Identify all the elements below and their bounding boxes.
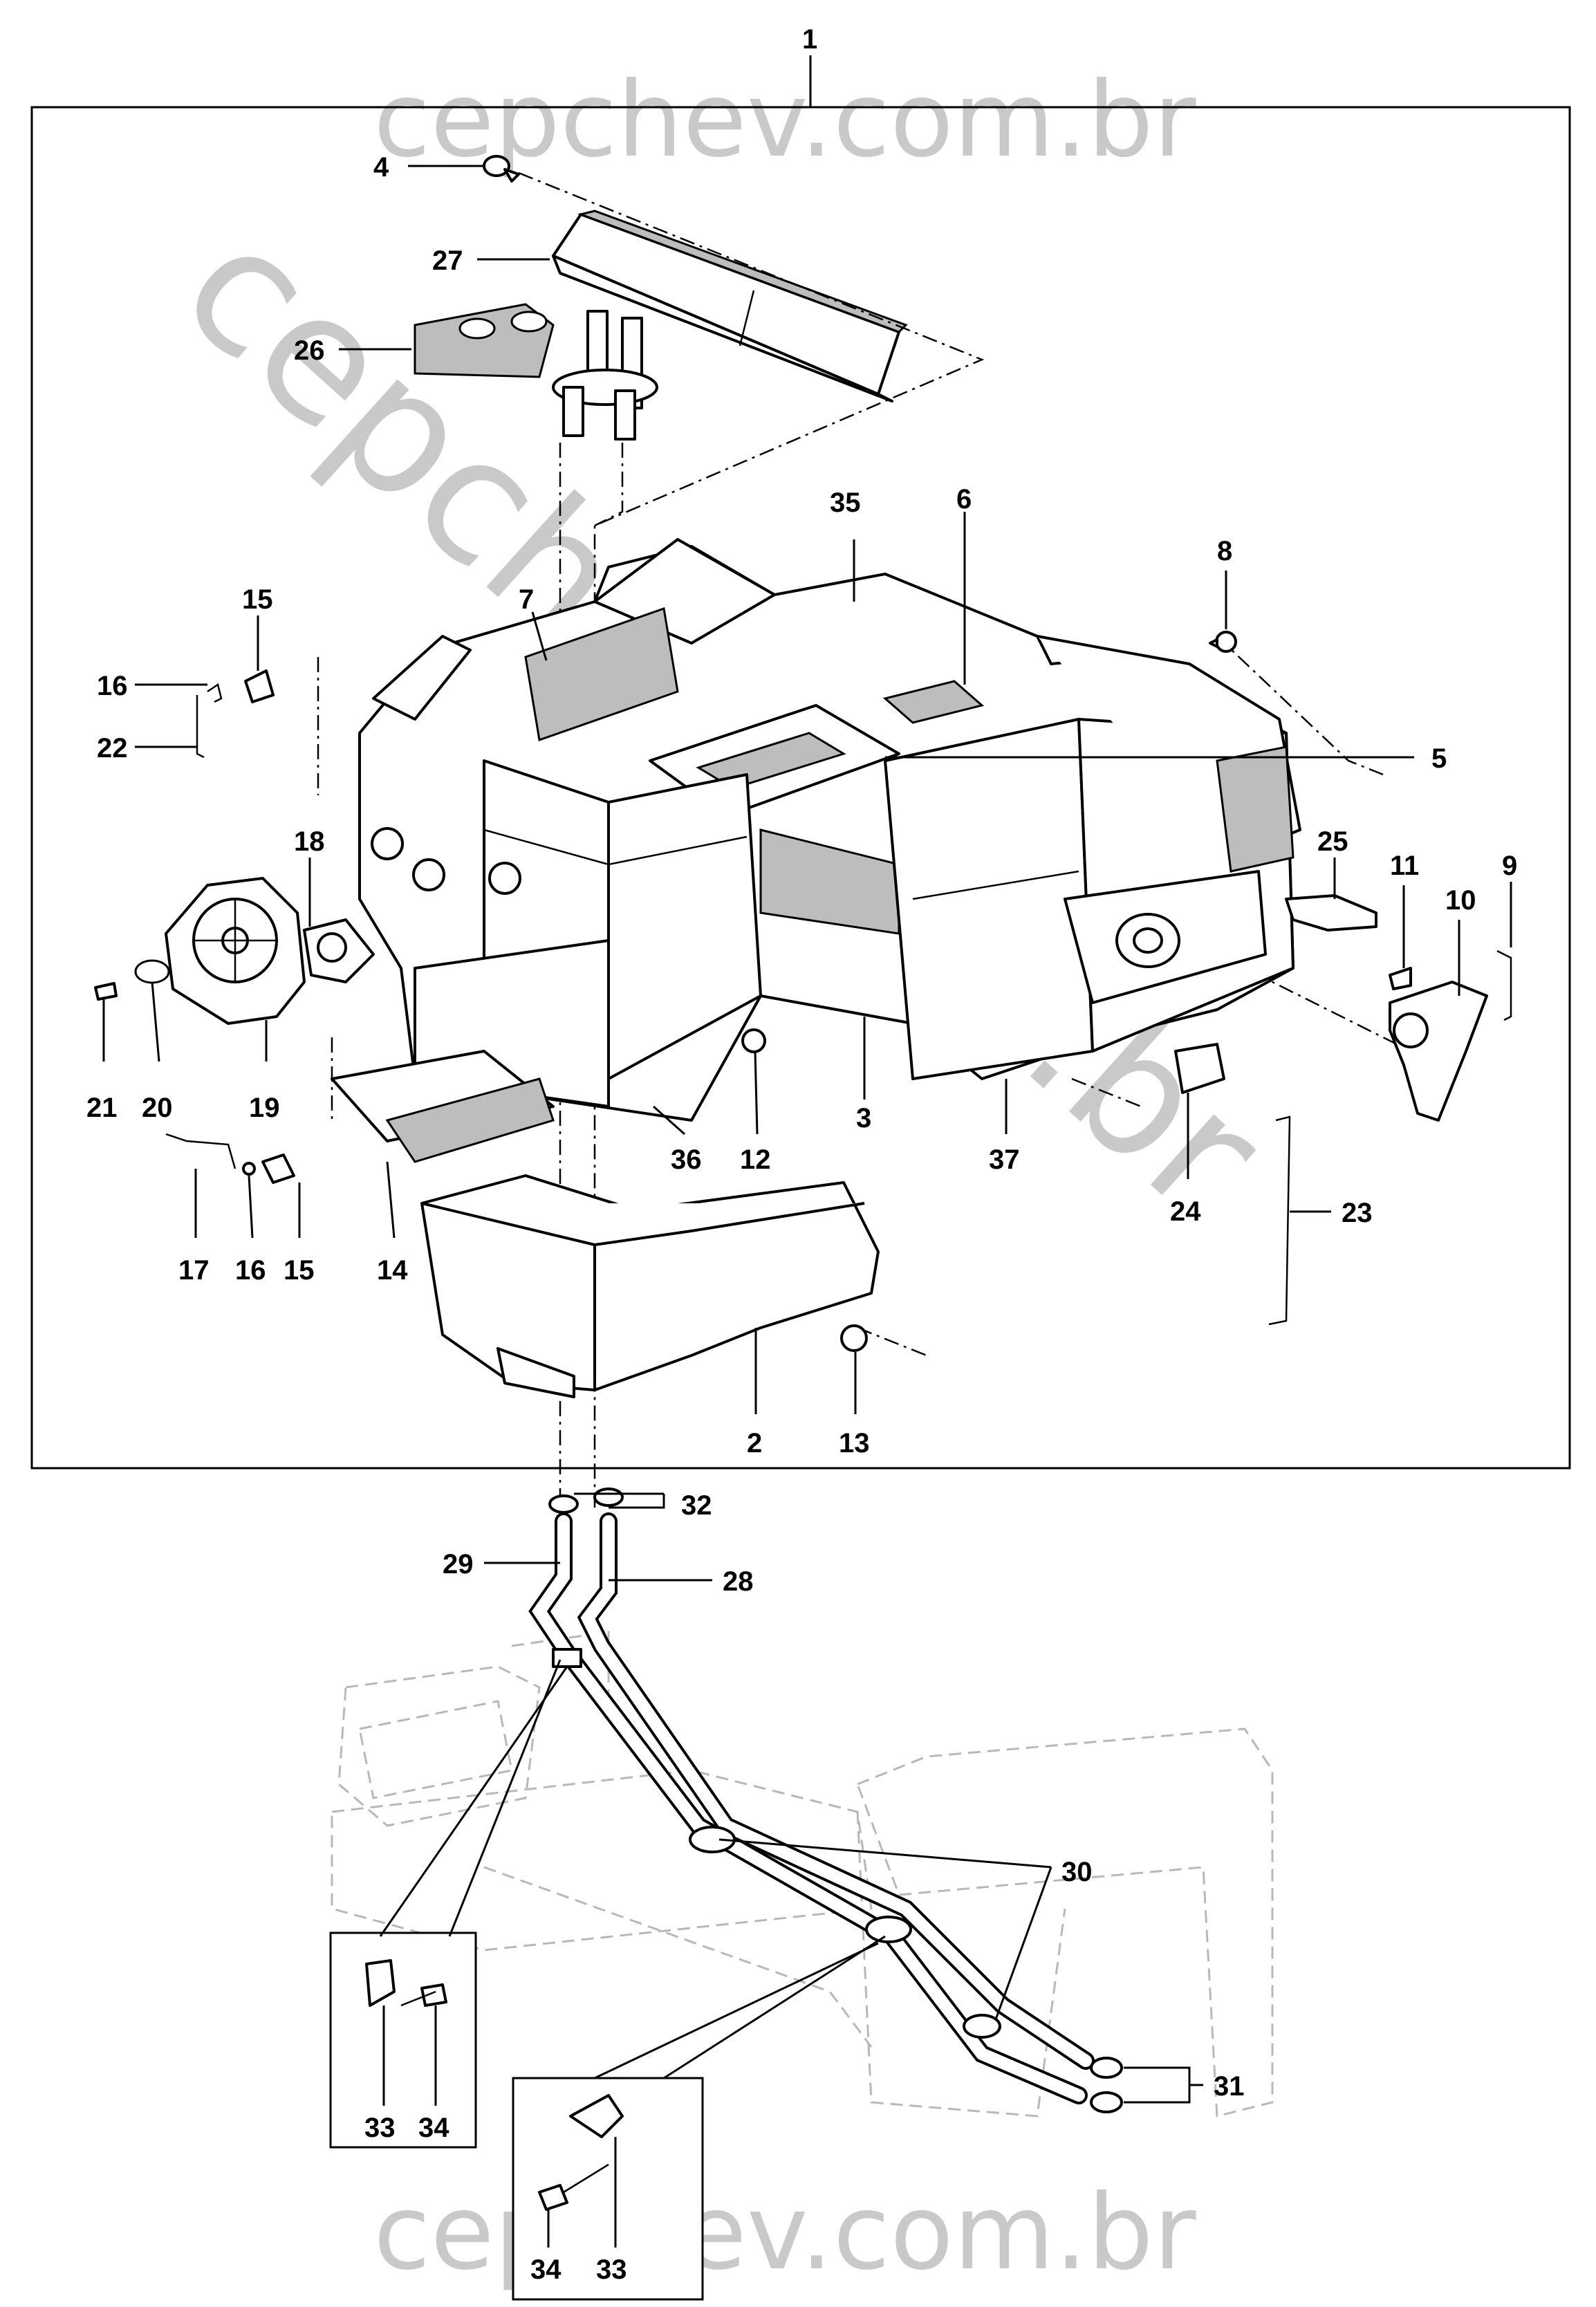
hvac-housing <box>358 538 1301 1122</box>
right-side-parts <box>1174 894 1512 1326</box>
callout-29: 29 <box>443 1549 474 1579</box>
upper-clip-parts <box>196 669 275 759</box>
callout-5: 5 <box>1431 743 1447 774</box>
callout-27: 27 <box>432 245 463 276</box>
callout-19: 19 <box>249 1093 280 1123</box>
detail-link-left-b <box>379 1666 568 1937</box>
callout-10: 10 <box>1445 885 1476 916</box>
callout-35: 35 <box>830 488 861 518</box>
callout-labels: 1 4 27 26 35 6 8 15 7 16 22 5 18 25 11 9… <box>86 24 1517 2285</box>
callout-15a: 15 <box>242 584 273 615</box>
callout-33b: 33 <box>596 2254 627 2285</box>
watermark-bottom: cepchev.com.br <box>373 2173 1196 2293</box>
callout-8: 8 <box>1217 536 1232 566</box>
assembly-line-a <box>518 172 985 1508</box>
callout-7: 7 <box>519 584 534 615</box>
part-27-heater-core-duct <box>552 210 908 441</box>
callout-3: 3 <box>856 1103 871 1133</box>
callout-30: 30 <box>1061 1857 1093 1887</box>
vehicle-floor-outline <box>331 1631 1274 2118</box>
callout-36: 36 <box>671 1145 702 1175</box>
detail-link-left <box>448 1659 562 1937</box>
part-8-screw <box>1209 631 1237 653</box>
callout-16b: 16 <box>235 1255 266 1286</box>
callout-26: 26 <box>294 335 325 366</box>
part-2-lower-case <box>420 1174 880 1398</box>
callout-9: 9 <box>1502 851 1517 881</box>
callout-33a: 33 <box>364 2113 396 2143</box>
actuator-motor-assembly <box>94 827 521 1025</box>
callout-25: 25 <box>1317 826 1348 857</box>
callout-2: 2 <box>747 1428 762 1458</box>
assembly-line-i <box>1071 1077 1142 1108</box>
callout-21: 21 <box>86 1093 118 1123</box>
callout-17: 17 <box>178 1255 210 1286</box>
heater-hoses <box>528 1488 1123 2113</box>
assembly-line-c <box>594 443 624 527</box>
callout-1: 1 <box>802 24 817 55</box>
callout-14: 14 <box>377 1255 408 1286</box>
callout-6: 6 <box>956 484 972 515</box>
part-26-foam-seal <box>414 303 555 378</box>
callout-16a: 16 <box>97 671 128 701</box>
callout-34b: 34 <box>530 2254 562 2285</box>
lower-filter-and-clips <box>165 1050 555 1184</box>
callout-18: 18 <box>294 826 325 857</box>
watermark-top: cepchev.com.br <box>373 60 1196 180</box>
callout-24: 24 <box>1170 1196 1201 1227</box>
callout-4: 4 <box>373 152 389 183</box>
callout-20: 20 <box>142 1093 173 1123</box>
callout-32: 32 <box>681 1490 712 1521</box>
callout-34a: 34 <box>418 2113 449 2143</box>
callout-31: 31 <box>1214 2071 1245 2102</box>
assembly-line-h <box>857 1326 927 1357</box>
callout-22: 22 <box>97 733 128 763</box>
callout-28: 28 <box>723 1566 754 1597</box>
callout-12: 12 <box>740 1145 771 1175</box>
detail-box-right <box>512 2077 704 2301</box>
detail-box-left <box>329 1931 477 2149</box>
callout-37: 37 <box>989 1145 1020 1175</box>
callout-11: 11 <box>1390 851 1419 881</box>
callout-23: 23 <box>1342 1198 1373 1228</box>
assembly-frame <box>30 106 1571 1470</box>
callout-15b: 15 <box>284 1255 315 1286</box>
assembly-line-g <box>1216 636 1384 776</box>
detail-link-right <box>663 1935 886 2079</box>
detail-link-right-b <box>594 1942 879 2079</box>
callout-13: 13 <box>839 1428 870 1458</box>
leader-lines <box>102 165 1512 2248</box>
